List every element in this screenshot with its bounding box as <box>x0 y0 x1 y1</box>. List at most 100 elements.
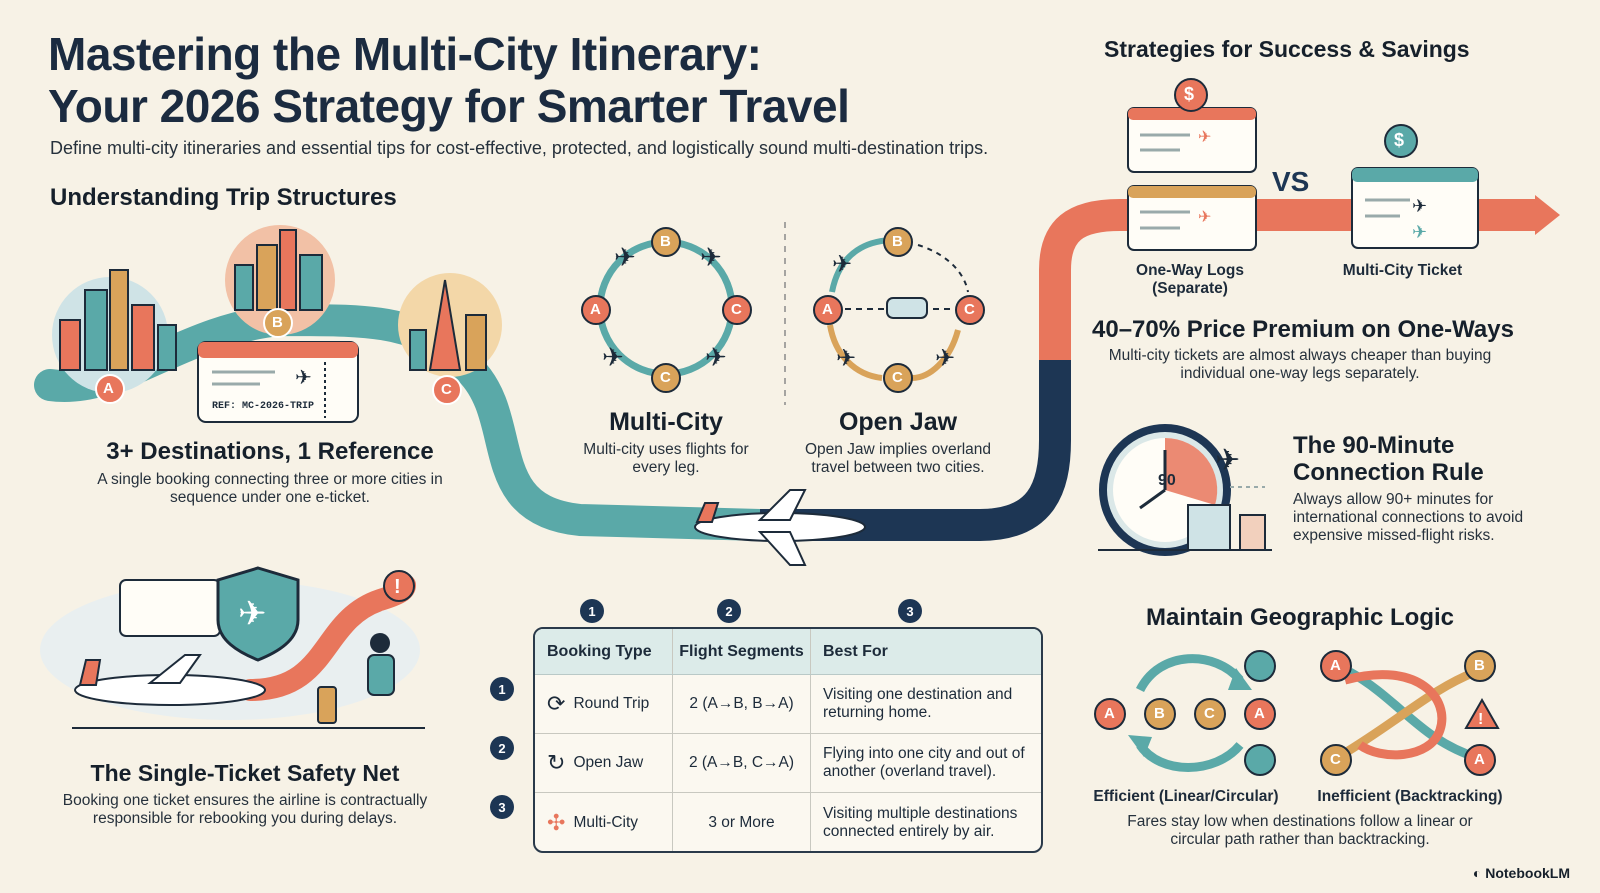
geo-badge-b2 <box>1464 650 1496 682</box>
multicity-text: Multi-city uses flights for every leg. <box>583 441 749 476</box>
round-trip-icon: ⟳ <box>547 691 566 716</box>
shield-icon <box>216 566 300 662</box>
row-best-for: Flying into one city and out of another … <box>823 745 1025 780</box>
multicity-plane-icon-1: ✈ <box>614 242 636 272</box>
openjaw-plane-icon-3: ✈ <box>935 345 955 372</box>
multicity-plane-icon-4: ✈ <box>705 342 727 372</box>
efficient-route-diagram <box>1128 650 1276 776</box>
header-booking-type: Booking Type <box>535 629 673 674</box>
efficient-label: Efficient (Linear/Circular) <box>1093 788 1279 805</box>
badge-a-label: A <box>103 380 114 397</box>
mc-badge-c <box>722 295 752 325</box>
skyline-b <box>225 225 335 335</box>
mc-a-label: A <box>590 301 601 318</box>
multicity-plane-icon-2: ✈ <box>700 242 722 272</box>
openjaw-ground-bc <box>917 244 969 293</box>
geo-badge-a3 <box>1320 650 1352 682</box>
booking-types-table: Booking Type Flight Segments Best For ⟳ R… <box>533 627 1043 853</box>
row-type: Round Trip <box>573 695 650 712</box>
row-segments: 2 (A→B, B→A) <box>673 675 811 733</box>
inefficient-label: Inefficient (Backtracking) <box>1317 788 1503 805</box>
geo-badge-a1 <box>1094 698 1126 730</box>
multicity-title: Multi-City <box>609 408 723 436</box>
mc-c-label: C <box>731 301 742 318</box>
oj-b-label: B <box>892 233 903 250</box>
ticket-ref: REF: MC-2026-TRIP <box>212 401 315 412</box>
title-line-1: Mastering the Multi-City Itinerary: <box>48 28 762 80</box>
mc-badge-a <box>581 295 611 325</box>
boarding-pass-illustration: ✈ <box>197 341 359 423</box>
header-flight-segments: Flight Segments <box>673 629 811 674</box>
route-coral-path <box>1039 199 1540 360</box>
car-icon <box>886 297 928 319</box>
geo-badge-c3 <box>1320 744 1352 776</box>
table-row: ✣Multi-City 3 or More Visiting multiple … <box>535 793 1041 851</box>
mc-b-label: B <box>660 233 671 250</box>
openjaw-title: Open Jaw <box>838 408 958 436</box>
skyline-c <box>398 273 502 377</box>
col-number-1: 1 <box>580 599 604 623</box>
col-number-3: 3 <box>898 599 922 623</box>
mc-badge-b <box>651 227 681 257</box>
multicity-plane-icon-3: ✈ <box>602 342 624 372</box>
table-header: Booking Type Flight Segments Best For <box>535 629 1041 675</box>
openjaw-flight-return <box>827 324 883 381</box>
row-segments: 2 (A→B, C→A) <box>673 734 811 792</box>
geo-c-label: C <box>1204 705 1215 722</box>
geo-c3-label: C <box>1330 751 1341 768</box>
rule-title: The 90-Minute Connection Rule <box>1293 432 1484 486</box>
geo-badge-c <box>1194 698 1226 730</box>
geo-badge-a4 <box>1464 744 1496 776</box>
svg-text:✈: ✈ <box>295 367 312 389</box>
geo-badge-a2 <box>1244 698 1276 730</box>
svg-text:✈: ✈ <box>1215 444 1240 477</box>
badge-b-label: B <box>272 314 283 331</box>
page-title: Mastering the Multi-City Itinerary: Your… <box>48 28 850 132</box>
premium-text: Multi-city tickets are almost always che… <box>1108 347 1492 382</box>
oj-c2-label: C <box>892 369 903 386</box>
warning-icon <box>383 570 415 602</box>
safety-title: The Single-Ticket Safety Net <box>90 760 400 786</box>
svg-text:✈: ✈ <box>1412 196 1427 216</box>
mc-c2-label: C <box>660 369 671 386</box>
badge-a <box>95 374 125 404</box>
row-number-2: 2 <box>490 736 514 760</box>
geo-b-label: B <box>1154 705 1165 722</box>
oneway-label: One-Way Logs (Separate) <box>1136 262 1244 297</box>
page-subtitle: Define multi-city itineraries and essent… <box>50 138 989 158</box>
openjaw-plane-icon-1: ✈ <box>832 251 852 278</box>
destinations-title: 3+ Destinations, 1 Reference <box>106 438 434 465</box>
rule-text: Always allow 90+ minutes for internation… <box>1293 491 1524 544</box>
brand-name: NotebookLM <box>1485 865 1570 881</box>
geo-heading: Maintain Geographic Logic <box>1145 604 1455 631</box>
row-type: Open Jaw <box>573 754 644 771</box>
geo-b2-label: B <box>1474 657 1485 674</box>
geo-a3-label: A <box>1330 657 1341 674</box>
geo-text: Fares stay low when destinations follow … <box>1127 813 1473 848</box>
row-number-1: 1 <box>490 677 514 701</box>
geo-a2-label: A <box>1254 705 1265 722</box>
header-best-for: Best For <box>823 642 888 660</box>
geo-badge-b <box>1144 698 1176 730</box>
inefficient-route-diagram: ! <box>1337 667 1500 763</box>
row-type: Multi-City <box>573 813 639 831</box>
notebooklm-icon: ◐ <box>1472 865 1482 881</box>
oj-c-label: C <box>964 301 975 318</box>
open-jaw-icon: ↻ <box>547 750 566 775</box>
oneway-ticket-stack: ✈ ✈ <box>1127 78 1257 251</box>
row-best-for: Visiting one destination and returning h… <box>823 686 1013 721</box>
route-arrow-head <box>1535 195 1560 235</box>
dollar-icon-oneway: $ <box>1184 84 1195 104</box>
svg-text:✈: ✈ <box>1198 129 1211 146</box>
geo-a4-label: A <box>1474 751 1485 768</box>
structures-heading: Understanding Trip Structures <box>50 184 397 211</box>
mc-badge-c2 <box>651 363 681 393</box>
openjaw-text: Open Jaw implies overland travel between… <box>804 441 992 476</box>
badge-c-label: C <box>441 381 452 398</box>
airplane-illustration <box>694 489 866 566</box>
shield-plane-icon: ✈ <box>238 595 267 633</box>
row-number-3: 3 <box>490 795 514 819</box>
svg-text:✈: ✈ <box>1412 222 1427 242</box>
traveler-illustration <box>370 633 390 653</box>
